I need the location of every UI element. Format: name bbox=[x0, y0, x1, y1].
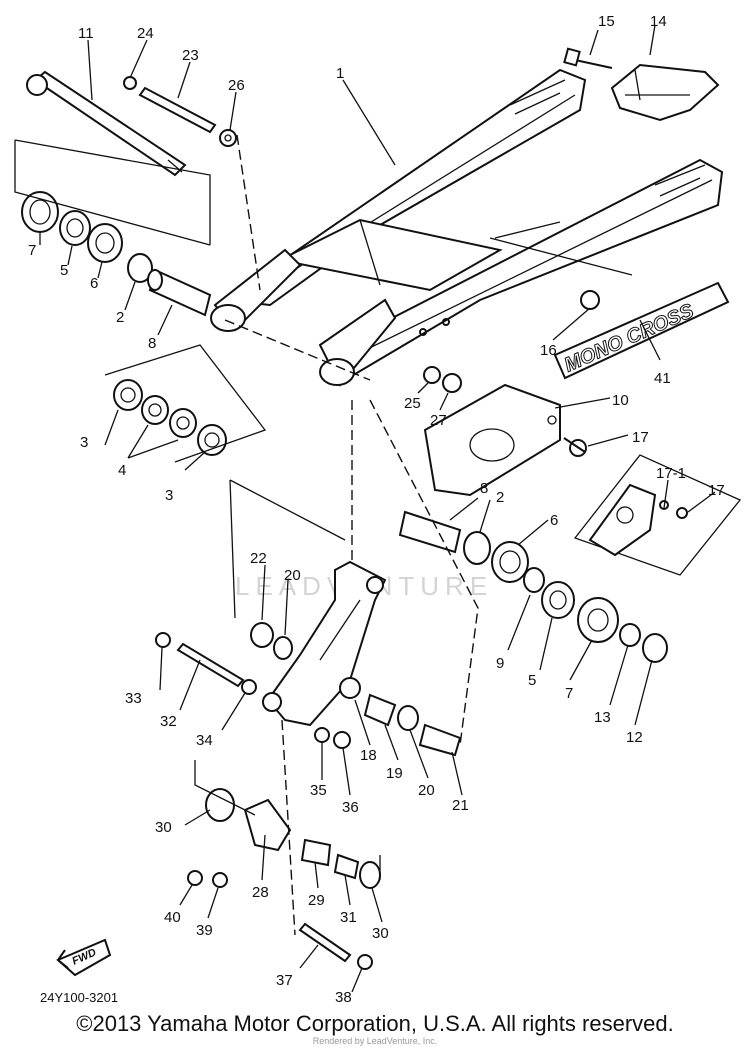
callout-9: 9 bbox=[496, 655, 504, 672]
washer-35 bbox=[314, 727, 330, 743]
callout-39: 39 bbox=[196, 922, 213, 939]
bolt-17 bbox=[563, 437, 587, 457]
callout-27: 27 bbox=[430, 412, 447, 429]
nut-16 bbox=[580, 290, 600, 310]
callout-11: 11 bbox=[78, 25, 94, 42]
callout-14: 14 bbox=[650, 13, 667, 30]
rendered-by-note: Rendered by LeadVenture, Inc. bbox=[312, 1036, 438, 1046]
washer-25 bbox=[423, 366, 441, 384]
callout-4: 4 bbox=[118, 462, 126, 479]
callout-22: 22 bbox=[250, 550, 267, 567]
callout-21: 21 bbox=[452, 797, 469, 814]
bolt-15 bbox=[563, 47, 613, 69]
callout-leaders bbox=[39, 24, 716, 993]
nut-36 bbox=[333, 731, 351, 749]
drawing-code: 24Y100-3201 bbox=[40, 990, 118, 1005]
callout-6-lower: 6 bbox=[550, 512, 558, 529]
collar-22 bbox=[250, 622, 274, 648]
nut-27 bbox=[442, 373, 462, 393]
chain-guide bbox=[610, 63, 720, 122]
collar-21 bbox=[418, 723, 462, 757]
callout-38: 38 bbox=[335, 989, 352, 1006]
bearing-19 bbox=[363, 693, 397, 727]
callout-23: 23 bbox=[182, 47, 199, 64]
copyright-notice: ©2013 Yamaha Motor Corporation, U.S.A. A… bbox=[76, 1011, 674, 1036]
callout-6-upper: 6 bbox=[90, 275, 98, 292]
callout-18: 18 bbox=[360, 747, 377, 764]
callout-24: 24 bbox=[137, 25, 154, 42]
callout-7-lower: 7 bbox=[565, 685, 573, 702]
callout-28: 28 bbox=[252, 884, 269, 901]
bolt-37 bbox=[298, 922, 373, 970]
callout-20-lower: 20 bbox=[418, 782, 435, 799]
adjuster-plate bbox=[423, 383, 561, 497]
callout-7-upper: 7 bbox=[28, 242, 36, 259]
relay-arm bbox=[262, 560, 387, 727]
callout-29: 29 bbox=[308, 892, 325, 909]
callout-36: 36 bbox=[342, 799, 359, 816]
bolt-32 bbox=[155, 632, 257, 695]
leader-and-grouping-lines bbox=[14, 134, 633, 936]
callout-16: 16 bbox=[540, 342, 557, 359]
callout-17-1: 17-1 bbox=[656, 465, 686, 482]
decal-text: MONO CROSS bbox=[561, 300, 697, 377]
callout-3-left: 3 bbox=[80, 434, 88, 451]
callout-17-b: 17 bbox=[708, 482, 725, 499]
callout-25: 25 bbox=[404, 395, 421, 412]
callout-2-upper: 2 bbox=[116, 309, 124, 326]
callout-26: 26 bbox=[228, 77, 245, 94]
callout-5-upper: 5 bbox=[60, 262, 68, 279]
callout-37: 37 bbox=[276, 972, 293, 989]
fwd-arrow: FWD bbox=[56, 938, 112, 977]
callout-8-lower: 8 bbox=[480, 480, 488, 497]
callout-30-right: 30 bbox=[372, 925, 389, 942]
callout-32: 32 bbox=[160, 713, 177, 730]
seal-20 bbox=[273, 636, 293, 660]
callout-numbers: 1 11 24 23 26 15 14 7 5 6 2 8 16 41 25 2… bbox=[28, 13, 725, 1006]
seal-20b bbox=[397, 705, 419, 731]
adjuster-inset bbox=[573, 454, 742, 576]
swingarm bbox=[210, 68, 724, 387]
callout-1: 1 bbox=[336, 65, 344, 82]
callout-30-left: 30 bbox=[155, 819, 172, 836]
callout-2-lower: 2 bbox=[496, 489, 504, 506]
thrust-bearing-stack bbox=[113, 379, 227, 456]
callout-8-upper: 8 bbox=[148, 335, 156, 352]
callout-19: 19 bbox=[386, 765, 403, 782]
pivot-shaft bbox=[26, 70, 187, 177]
callout-13: 13 bbox=[594, 709, 611, 726]
callout-17-a: 17 bbox=[632, 429, 649, 446]
callout-35: 35 bbox=[310, 782, 327, 799]
callout-31: 31 bbox=[340, 909, 357, 926]
callout-15: 15 bbox=[598, 13, 615, 30]
callout-41: 41 bbox=[654, 370, 671, 387]
callout-12: 12 bbox=[626, 729, 643, 746]
callout-3-right: 3 bbox=[165, 487, 173, 504]
callout-5-lower: 5 bbox=[528, 672, 536, 689]
callout-40: 40 bbox=[164, 909, 181, 926]
callout-33: 33 bbox=[125, 690, 142, 707]
callout-34: 34 bbox=[196, 732, 213, 749]
left-bearing-stack bbox=[21, 191, 212, 317]
callout-10: 10 bbox=[612, 392, 629, 409]
bolt-23 bbox=[123, 76, 237, 147]
right-bearing-stack bbox=[398, 510, 668, 663]
callout-20-upper: 20 bbox=[284, 567, 301, 584]
connecting-rod bbox=[187, 788, 381, 889]
